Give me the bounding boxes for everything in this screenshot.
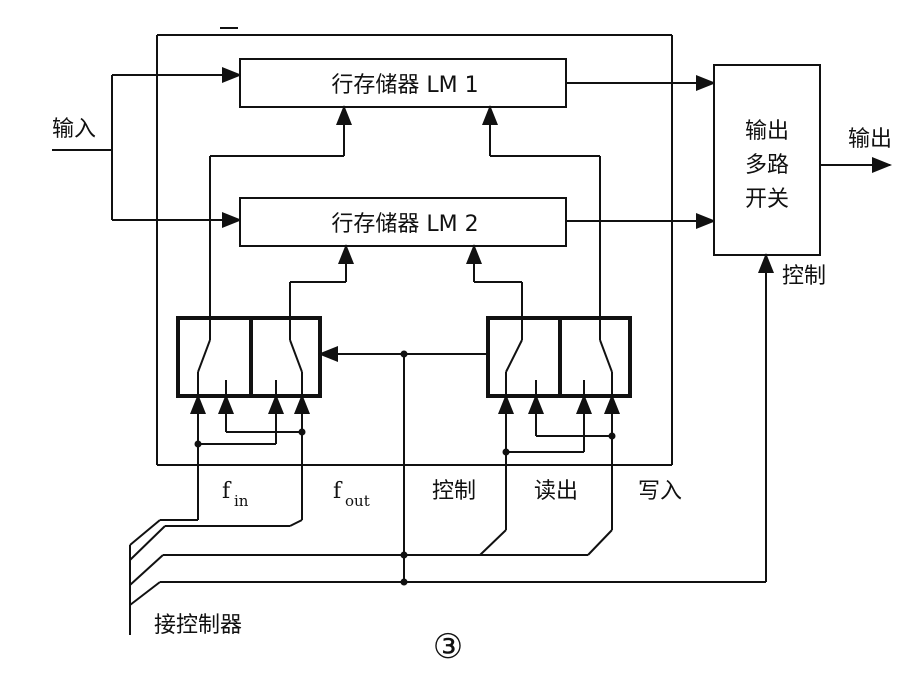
read-label: 读出 <box>534 479 578 504</box>
mux-label-line3: 开关 <box>745 187 789 212</box>
lm2-label: 行存储器 LM 2 <box>331 212 478 237</box>
controller-label: 接控制器 <box>154 613 242 638</box>
line-memory-lm2: 行存储器 LM 2 <box>239 197 567 247</box>
clock-input-wiring <box>190 394 310 520</box>
outer-feedback-loop <box>156 27 673 466</box>
write-label: 写入 <box>638 479 682 504</box>
lm1-label: 行存储器 LM 1 <box>331 73 478 98</box>
switch-to-memory-wiring <box>209 105 601 318</box>
fin-subscript: in <box>234 492 249 510</box>
figure-number: ③ <box>433 627 463 667</box>
fout-label: f <box>333 479 343 504</box>
control-bus <box>318 346 488 586</box>
controller-bus-lines <box>129 519 766 635</box>
output-multiplexer: 输出 多路 开关 <box>713 64 821 256</box>
right-switch-block <box>486 316 632 398</box>
left-switch-block <box>176 316 322 398</box>
mux-label-line1: 输出 <box>745 119 789 144</box>
output-label: 输出 <box>848 127 892 152</box>
fout-subscript: out <box>345 492 370 510</box>
line-memory-lm1: 行存储器 LM 1 <box>239 58 567 108</box>
read-write-wiring <box>498 394 620 530</box>
memory-output-wiring <box>566 75 716 229</box>
input-wiring <box>52 67 242 228</box>
mux-label-line2: 多路 <box>745 153 789 178</box>
control-label: 控制 <box>432 479 476 504</box>
fin-label: f <box>222 479 232 504</box>
input-label: 输入 <box>52 117 96 142</box>
mux-control-wiring: 控制 <box>758 253 826 582</box>
mux-control-label: 控制 <box>782 264 826 289</box>
